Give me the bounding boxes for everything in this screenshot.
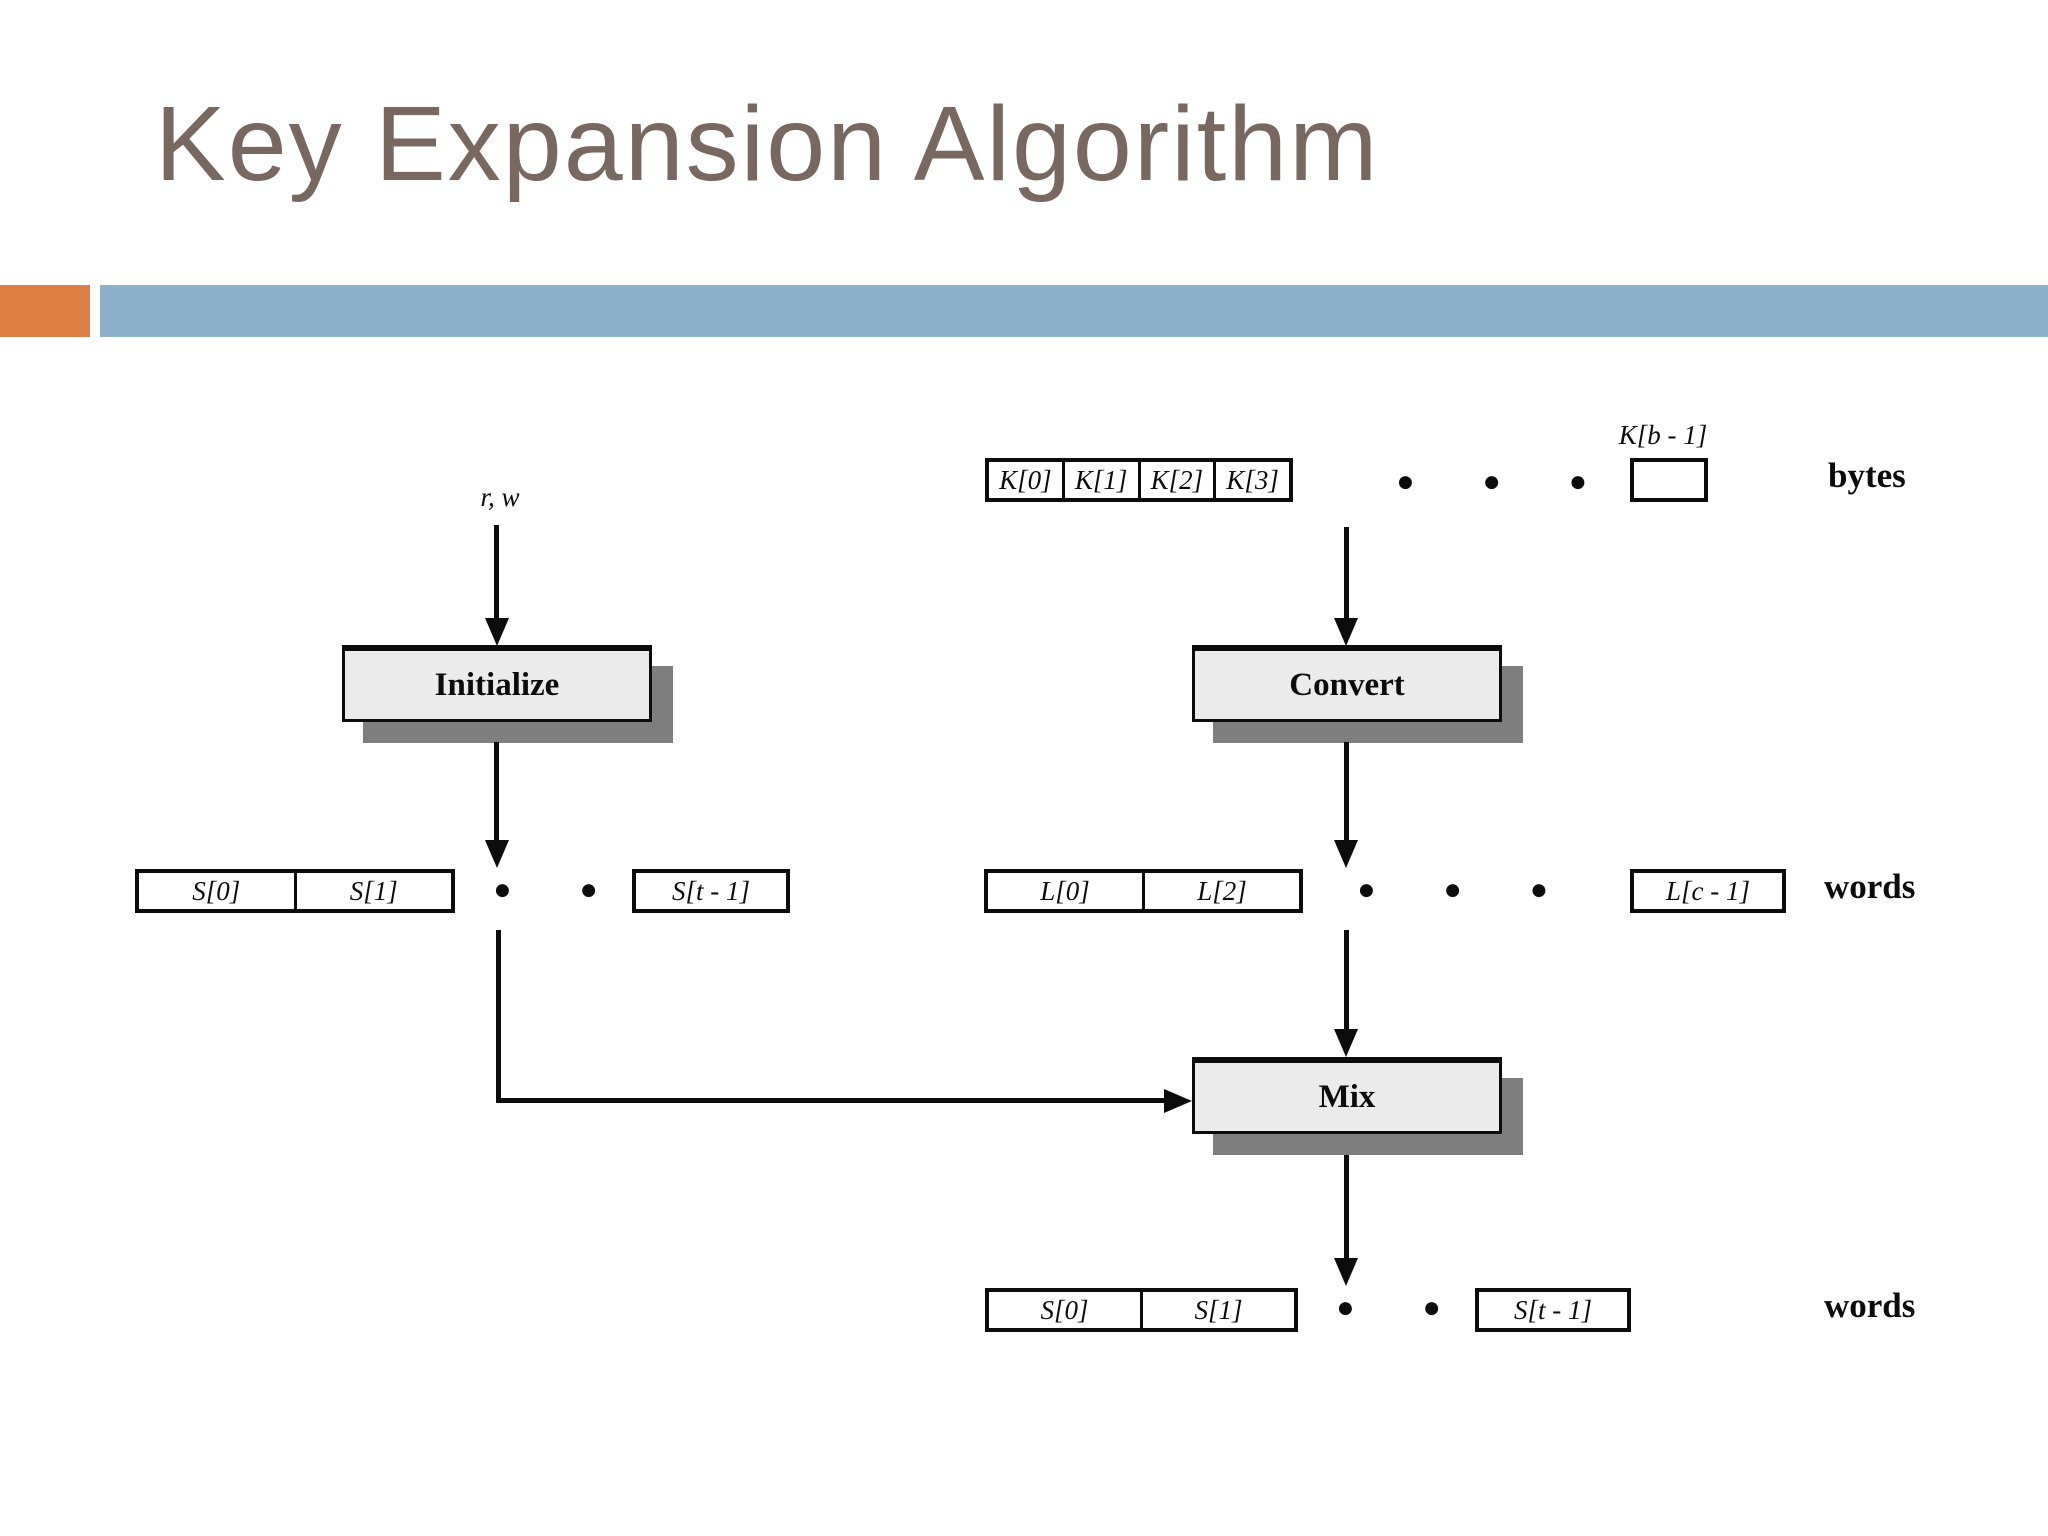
arrow-right-icon xyxy=(1164,1089,1192,1113)
output-words-row: S[0] S[1] xyxy=(985,1288,1298,1332)
arrow-down-icon xyxy=(1334,1029,1358,1057)
initialize-box: Initialize xyxy=(342,645,652,722)
key-byte-cell: K[0] xyxy=(999,464,1052,495)
arrow-line xyxy=(1344,1155,1349,1258)
s-word-cell: S[0] xyxy=(192,875,241,906)
s-word-cell: S[1] xyxy=(293,873,452,909)
l-word-cell: L[0] xyxy=(1040,875,1090,906)
s-words-row: S[0] S[1] xyxy=(135,869,455,913)
arrow-down-icon xyxy=(485,618,509,646)
key-byte-cell: K[2] xyxy=(1137,462,1214,498)
l-last-word-cell: L[c - 1] xyxy=(1630,869,1786,913)
key-last-byte-cell xyxy=(1630,458,1708,502)
words-unit-label: words xyxy=(1824,867,1916,906)
arrow-line xyxy=(1344,742,1349,840)
arrow-down-icon xyxy=(485,840,509,868)
connector-line xyxy=(496,930,501,1103)
arrow-line xyxy=(1344,930,1349,1030)
mix-box: Mix xyxy=(1192,1057,1502,1134)
rw-params-label: r, w xyxy=(480,482,520,512)
s-word-cell: S[t - 1] xyxy=(671,875,750,906)
output-last-word-cell: S[t - 1] xyxy=(1475,1288,1631,1332)
key-last-byte-label: K[b - 1] xyxy=(1618,420,1708,450)
bytes-unit-label: bytes xyxy=(1828,456,1906,495)
empty-cell xyxy=(1634,462,1704,498)
arrow-down-icon xyxy=(1334,1258,1358,1286)
key-byte-cell: K[3] xyxy=(1213,462,1289,498)
arrow-line xyxy=(1344,527,1349,620)
output-word-cell: S[1] xyxy=(1140,1292,1294,1328)
words-unit-label: words xyxy=(1824,1286,1916,1325)
output-word-cell: S[0] xyxy=(1040,1294,1089,1325)
s-last-word-cell: S[t - 1] xyxy=(632,869,790,913)
accent-orange-block xyxy=(0,285,90,337)
accent-blue-bar xyxy=(100,285,2048,337)
arrow-down-icon xyxy=(1334,618,1358,646)
key-bytes-row: K[0] K[1] K[2] K[3] xyxy=(985,458,1293,502)
ellipsis-dots: ● ● ● xyxy=(1359,880,1580,900)
arrow-down-icon xyxy=(1334,840,1358,868)
connector-line xyxy=(496,1098,1172,1103)
slide-title: Key Expansion Algorithm xyxy=(155,85,1380,203)
l-word-cell: L[2] xyxy=(1142,873,1299,909)
ellipsis-dots: ● ● ● xyxy=(1398,472,1619,492)
key-byte-cell: K[1] xyxy=(1061,462,1138,498)
output-word-cell: S[t - 1] xyxy=(1513,1294,1592,1325)
arrow-line xyxy=(494,742,499,840)
l-words-row: L[0] L[2] xyxy=(984,869,1303,913)
l-word-cell: L[c - 1] xyxy=(1665,875,1750,906)
convert-box: Convert xyxy=(1192,645,1502,722)
arrow-line xyxy=(494,525,499,620)
